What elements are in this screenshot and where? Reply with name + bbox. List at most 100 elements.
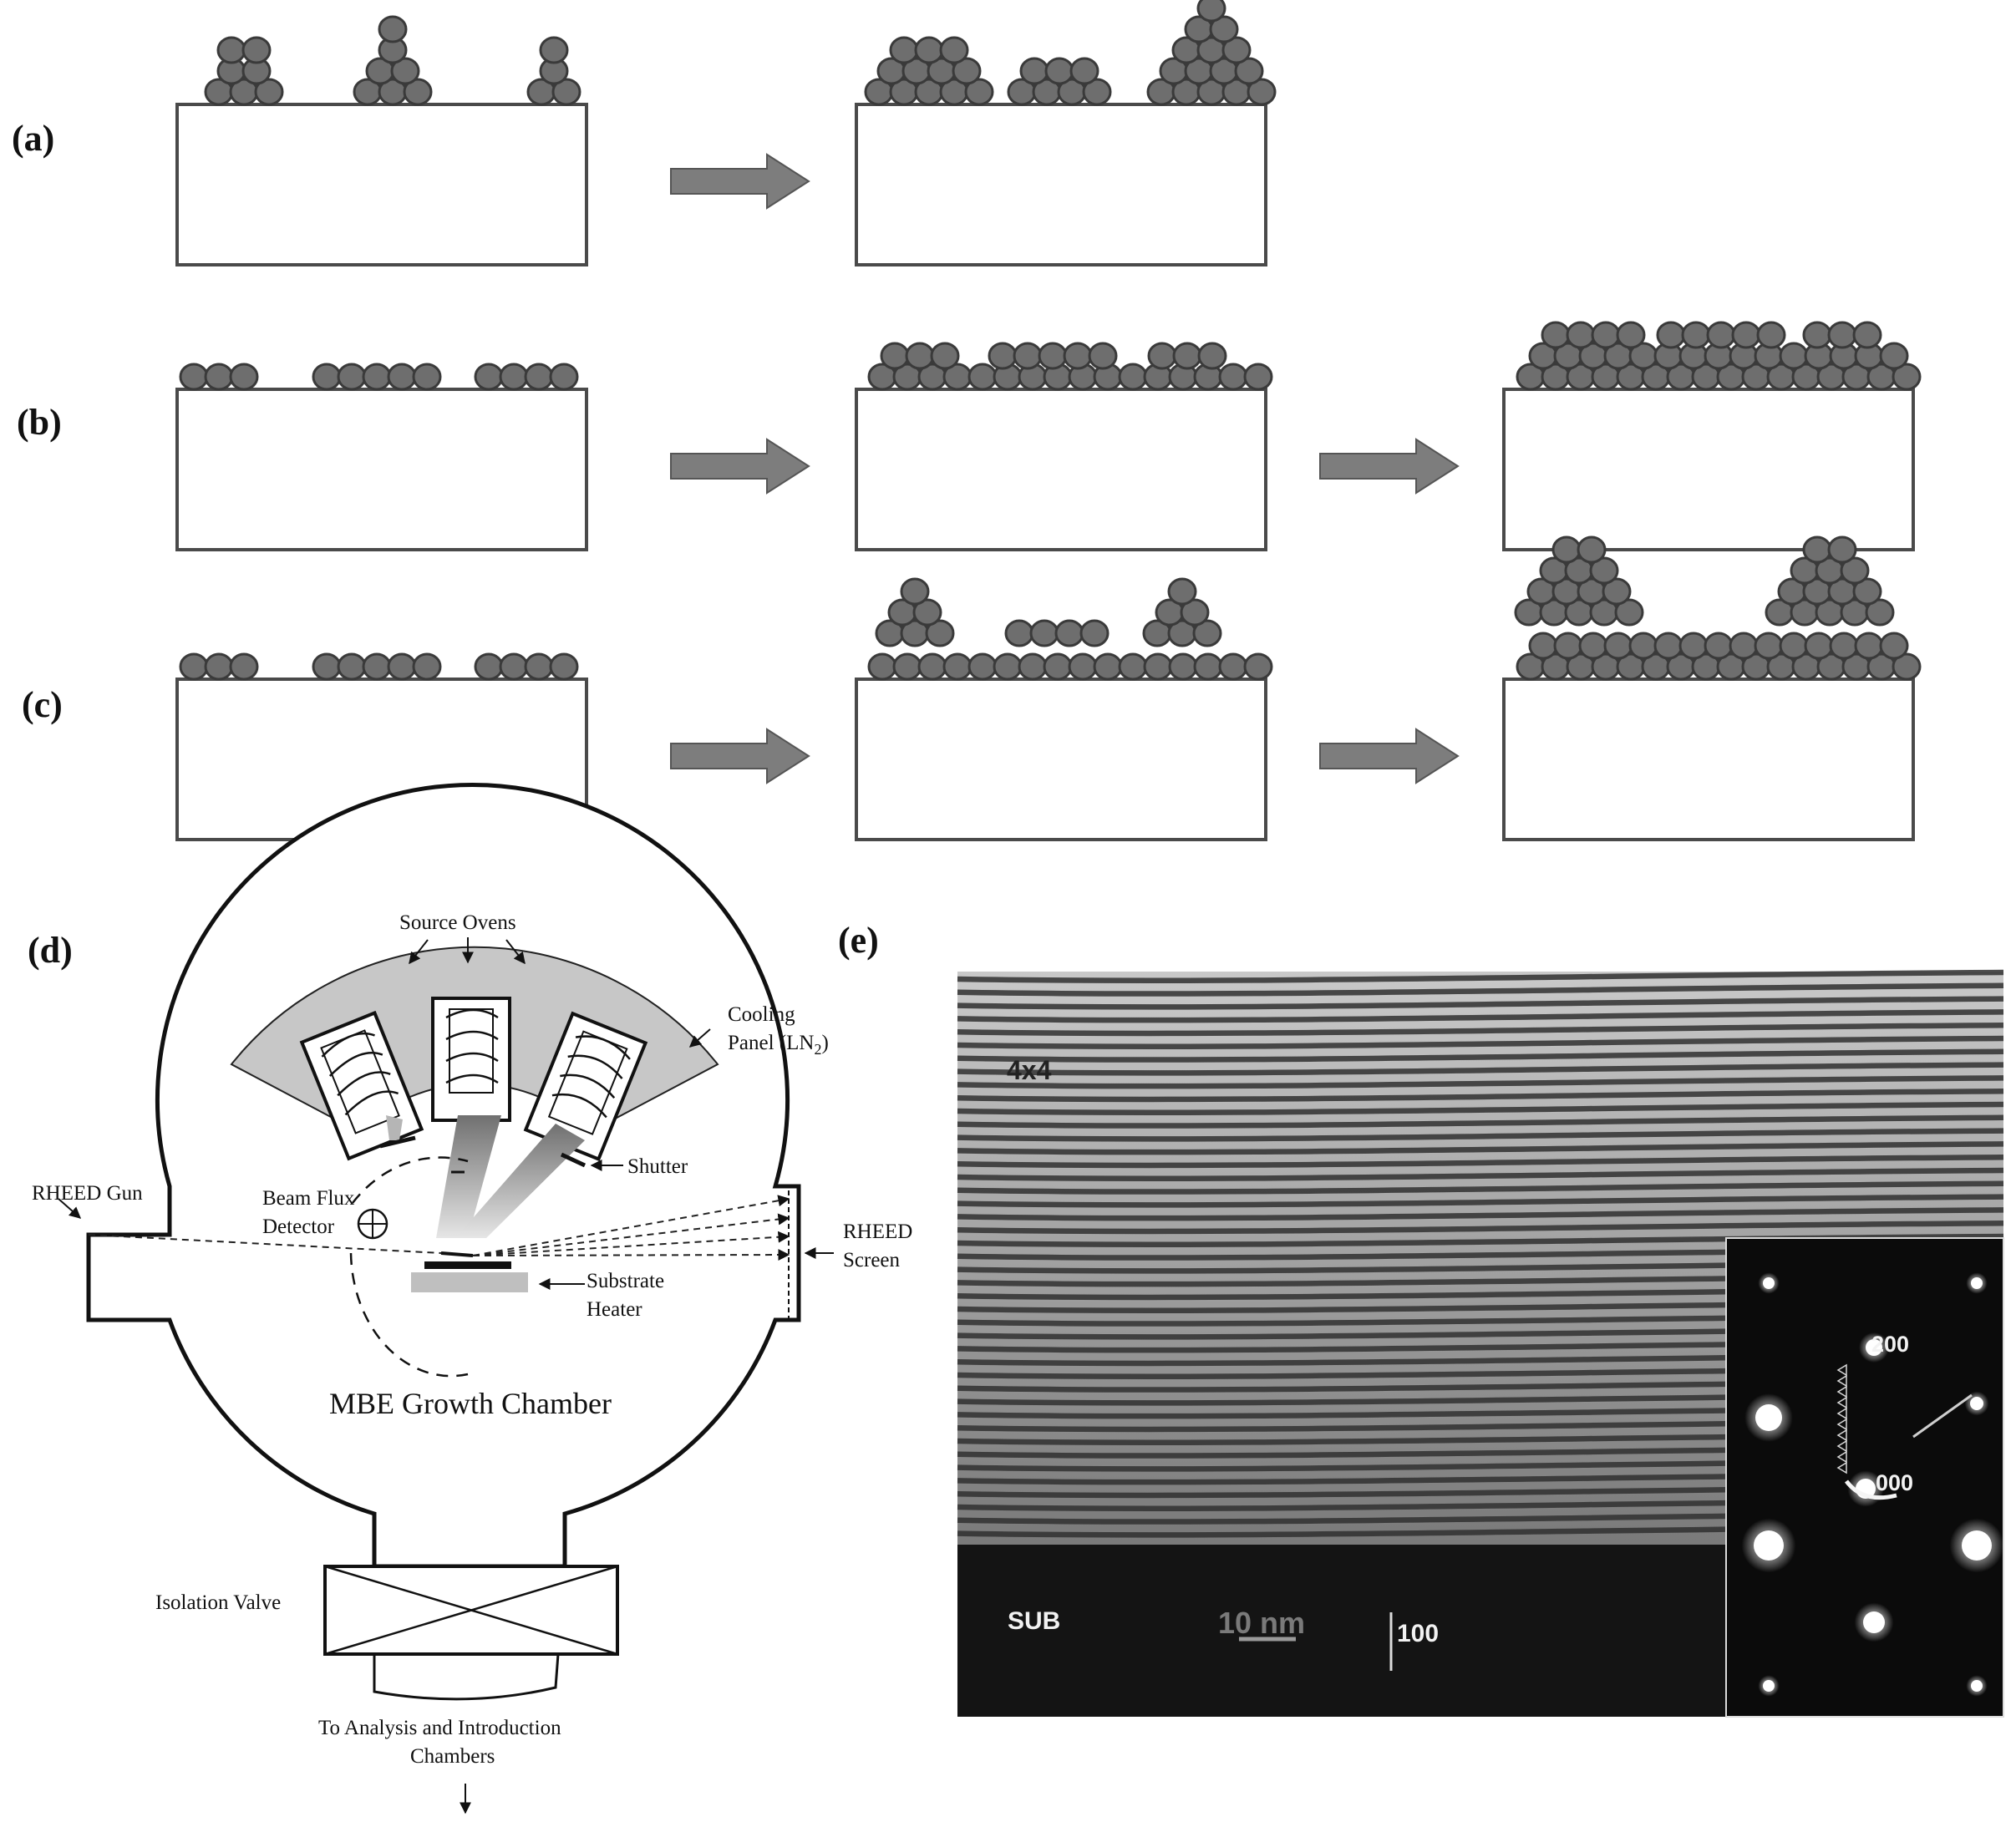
atom xyxy=(1754,632,1784,660)
atom xyxy=(1827,321,1857,349)
lattice-fringe xyxy=(957,1194,2004,1208)
outlet-pipe xyxy=(373,1653,560,1701)
atom xyxy=(1603,632,1633,660)
satellite-spot xyxy=(1836,1418,1847,1431)
atom xyxy=(204,363,234,391)
satellite-spot xyxy=(1836,1450,1847,1464)
atom xyxy=(1591,321,1621,349)
molecular-beam xyxy=(455,1124,585,1238)
satellite-spot xyxy=(1836,1385,1847,1398)
atom xyxy=(1082,78,1112,106)
substrate-box xyxy=(1502,678,1915,841)
atom xyxy=(1054,619,1084,647)
label-substrate-heater-2: Heater xyxy=(587,1298,642,1321)
rheed-beam xyxy=(472,1231,790,1256)
substrate-label: SUB xyxy=(1008,1607,1060,1635)
lattice-fringe xyxy=(957,982,2004,997)
chamber-title: MBE Growth Chamber xyxy=(329,1387,612,1420)
satellite-spot xyxy=(1836,1429,1847,1442)
atom xyxy=(524,363,554,391)
atom xyxy=(1063,342,1093,370)
lattice-fringe xyxy=(957,1035,2004,1050)
atom xyxy=(1192,619,1222,647)
panel-label-e: (e) xyxy=(838,920,879,961)
atom xyxy=(241,36,272,64)
lattice-fringe xyxy=(957,1088,2004,1103)
label-rheed-screen-2: Screen xyxy=(843,1249,901,1271)
panel-label-c: (c) xyxy=(22,684,63,725)
atom xyxy=(892,652,922,681)
atom xyxy=(1879,342,1909,370)
satellite-spot xyxy=(1836,1363,1847,1377)
atom xyxy=(939,36,969,64)
atom xyxy=(1093,652,1123,681)
atom xyxy=(1802,321,1832,349)
atom xyxy=(549,652,579,681)
atom xyxy=(1147,342,1177,370)
label-isolation-valve: Isolation Valve xyxy=(155,1591,281,1614)
rheed-beam xyxy=(472,1213,790,1256)
atom xyxy=(1038,342,1068,370)
atom xyxy=(925,619,955,647)
atom xyxy=(1577,535,1607,564)
atom xyxy=(912,598,942,627)
diffraction-spot xyxy=(1971,1277,1983,1289)
lattice-fringe xyxy=(957,1009,2004,1023)
atom xyxy=(1551,535,1582,564)
atom xyxy=(1827,535,1857,564)
atom xyxy=(1589,556,1619,585)
atom xyxy=(387,363,417,391)
atom xyxy=(1628,632,1658,660)
satellite-spot xyxy=(1836,1407,1847,1420)
atom xyxy=(988,342,1018,370)
panel-label-a: (a) xyxy=(12,118,54,159)
atom xyxy=(1840,556,1870,585)
spot-label-200: 200 xyxy=(1871,1332,1909,1357)
label-shutter: Shutter xyxy=(627,1155,688,1178)
atom xyxy=(337,652,367,681)
atom xyxy=(412,652,442,681)
scale-bar-label: 10 nm xyxy=(1218,1606,1305,1640)
atom xyxy=(1656,321,1686,349)
shutter-right xyxy=(560,1152,587,1168)
atom xyxy=(1614,598,1644,627)
atom xyxy=(1218,652,1248,681)
growth-modes-schematic: (a) (b) (c) xyxy=(12,0,1922,841)
lattice-fringe xyxy=(957,1220,2004,1235)
rheed-beam xyxy=(88,1234,442,1254)
lattice-fringe xyxy=(957,1075,2004,1089)
atom xyxy=(387,652,417,681)
atom xyxy=(1681,321,1711,349)
atom xyxy=(549,363,579,391)
lattice-fringe xyxy=(957,1128,2004,1142)
diffraction-spot xyxy=(1763,1277,1775,1289)
lattice-fringe xyxy=(957,1180,2004,1195)
substrate-arrow xyxy=(440,1251,474,1257)
label-cooling-panel-2: Panel (LN2) xyxy=(728,1032,829,1058)
lattice-fringe xyxy=(957,1154,2004,1169)
atom xyxy=(390,57,420,85)
atom xyxy=(1243,652,1273,681)
atom xyxy=(312,363,342,391)
atom xyxy=(1180,598,1210,627)
diffraction-spot xyxy=(1970,1397,1983,1410)
atom xyxy=(1804,632,1834,660)
atom xyxy=(1043,652,1073,681)
lattice-fringe xyxy=(957,1048,2004,1063)
atom xyxy=(1553,632,1583,660)
atom xyxy=(1118,363,1148,391)
substrate-box xyxy=(855,678,1267,841)
atom xyxy=(1218,363,1248,391)
atom xyxy=(539,36,569,64)
atom xyxy=(1088,342,1118,370)
lattice-fringe xyxy=(957,1101,2004,1116)
process-arrow xyxy=(1319,438,1460,495)
diffraction-spot xyxy=(1754,1530,1784,1561)
detector-path xyxy=(352,1156,469,1204)
adatom-islands xyxy=(179,0,1922,681)
diffraction-spot xyxy=(1755,1404,1782,1431)
substrate-box xyxy=(855,103,1267,266)
lattice-fringe xyxy=(957,1141,2004,1155)
process-arrow xyxy=(670,438,810,495)
